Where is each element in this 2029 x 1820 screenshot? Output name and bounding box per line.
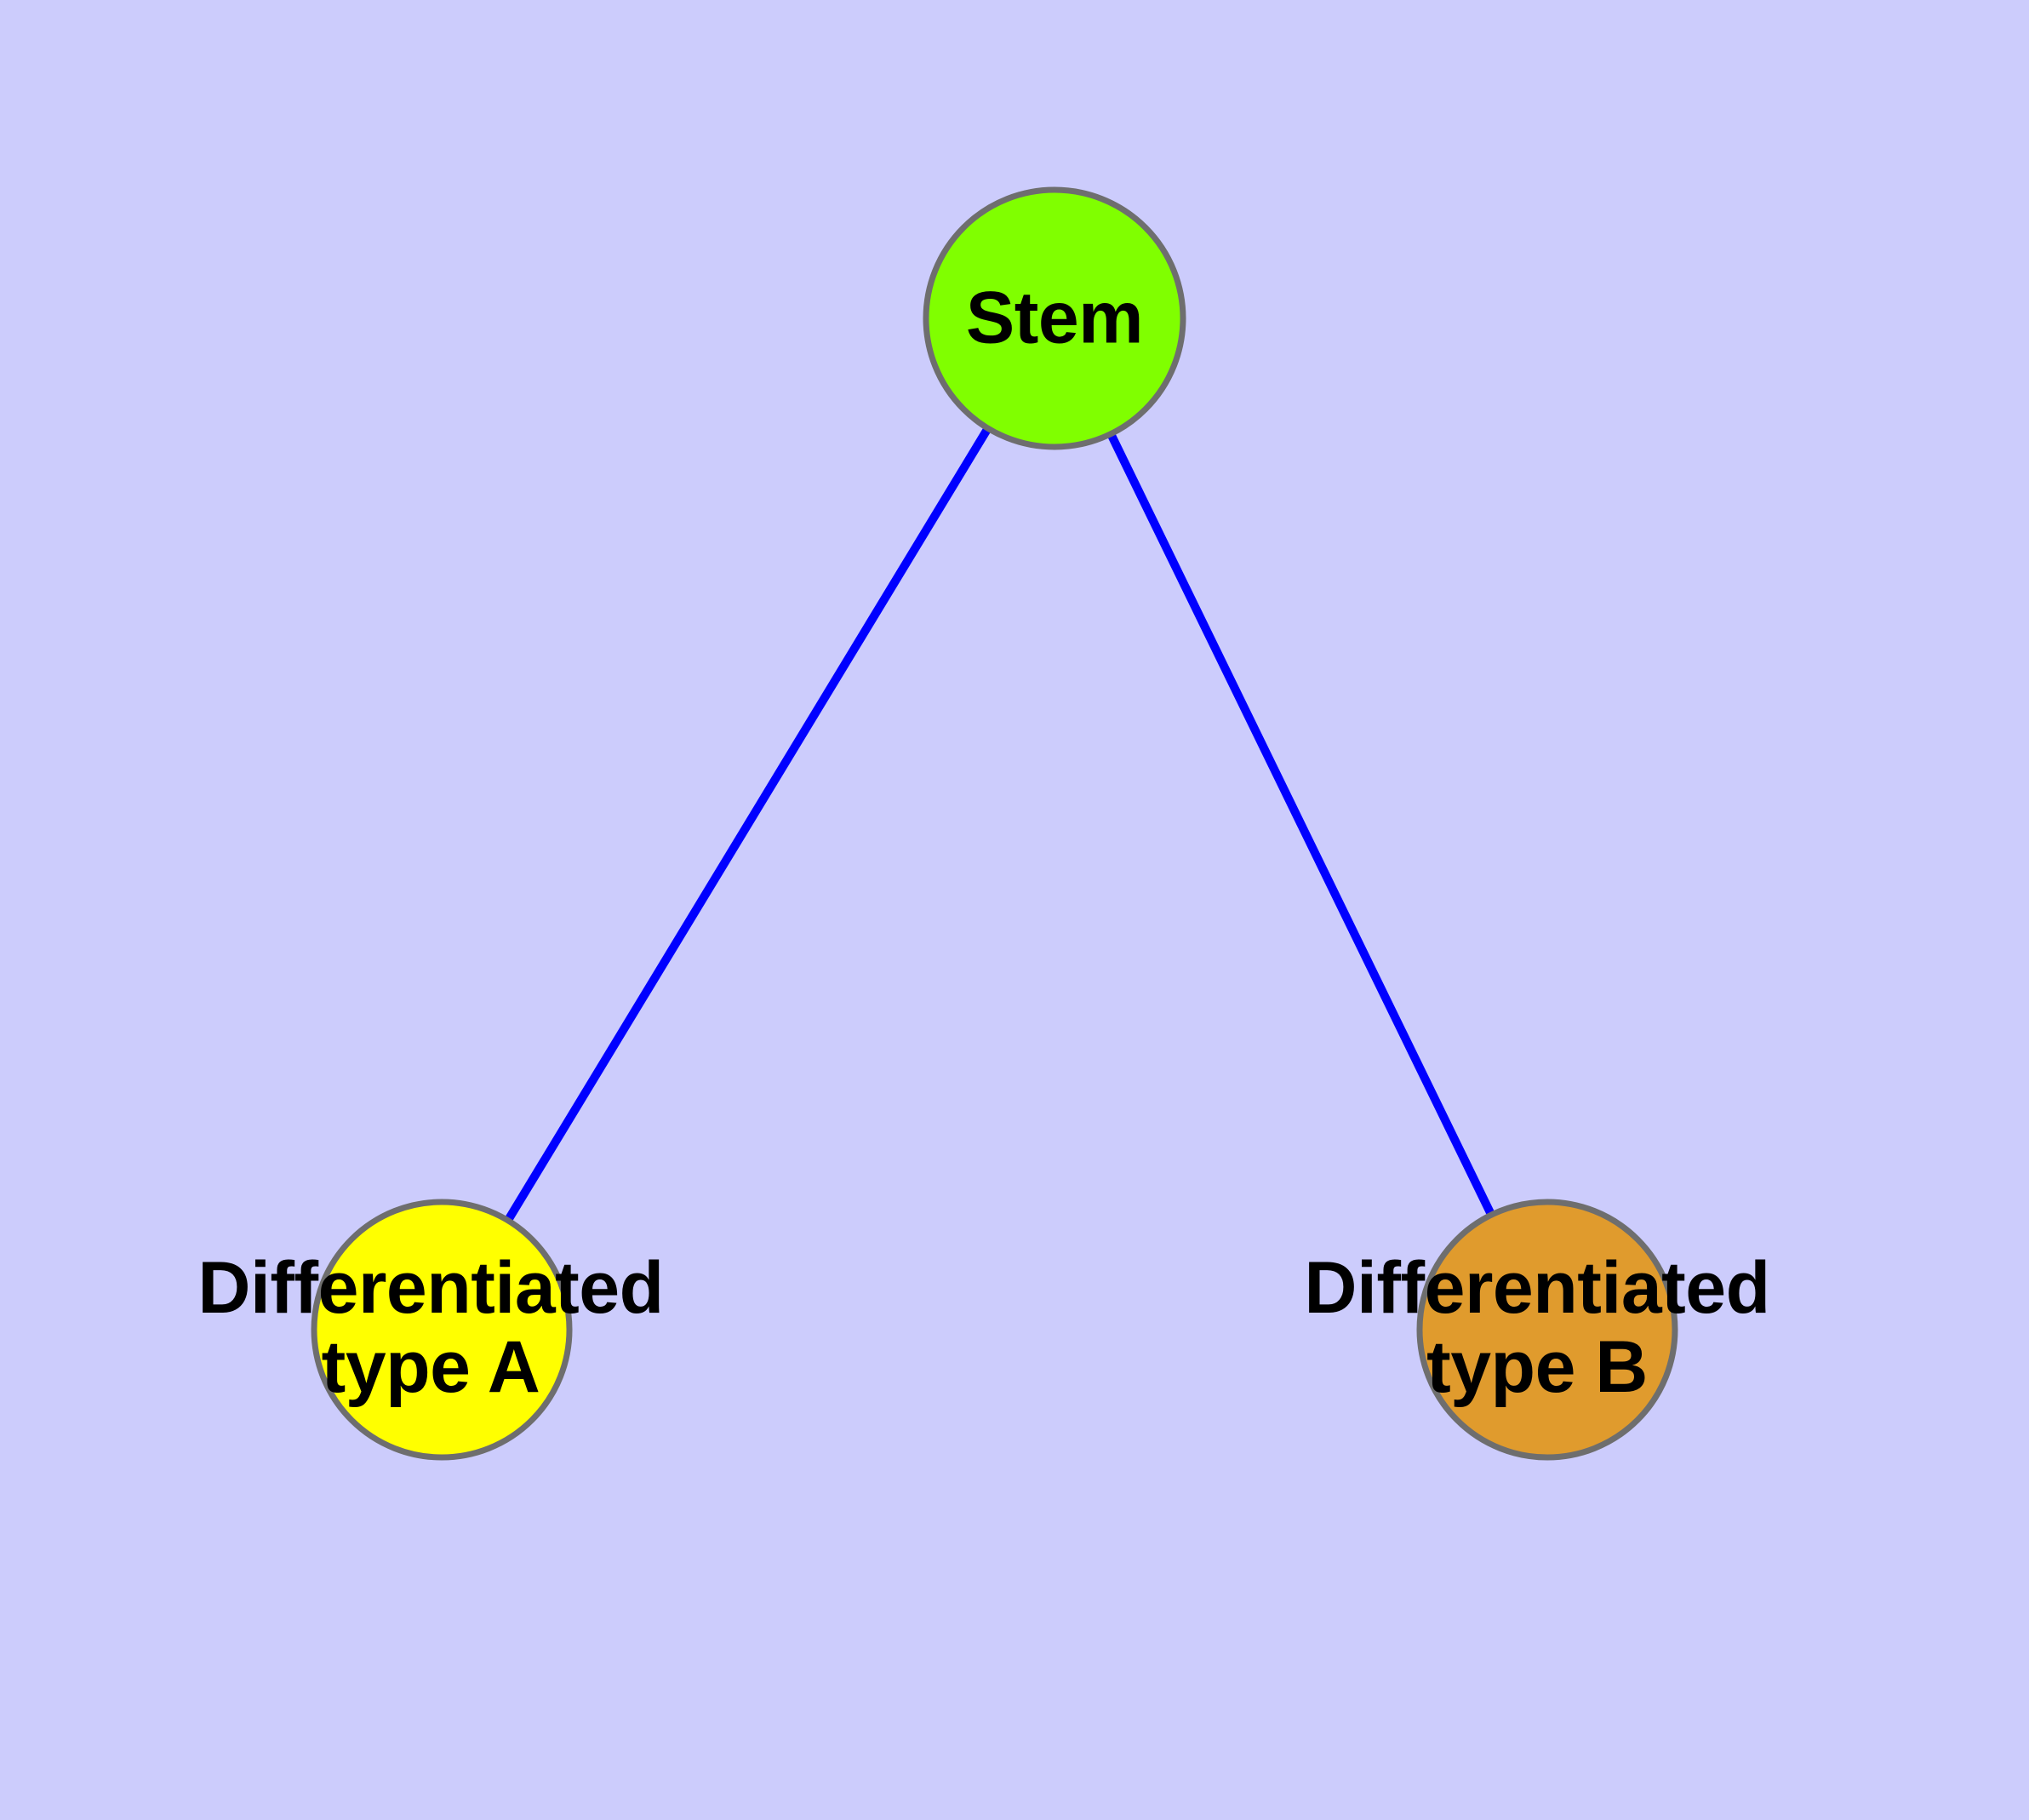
edge-layer bbox=[437, 316, 1552, 1332]
node-layer bbox=[311, 186, 1678, 1461]
graph-edge-stem-to-diff_b bbox=[1050, 316, 1552, 1332]
graph-node-diff_b[interactable] bbox=[1416, 1199, 1678, 1461]
graph-edge-stem-to-diff_a bbox=[437, 316, 1059, 1332]
graph-node-stem[interactable] bbox=[923, 186, 1186, 450]
graph-node-diff_a[interactable] bbox=[311, 1199, 573, 1461]
